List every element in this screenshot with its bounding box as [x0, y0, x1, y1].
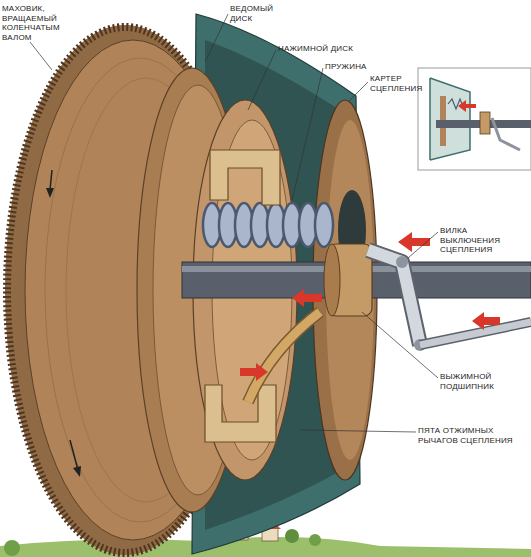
- release-fork-path: [420, 322, 531, 345]
- flywheel-polygon: [73, 466, 81, 477]
- part-label: ВЕДОМЫЙ ДИСК: [230, 4, 278, 23]
- village-background-circle: [309, 534, 321, 546]
- part-label: КАРТЕР СЦЕПЛЕНИЯ: [370, 74, 422, 93]
- lever-block-bottom-path: [205, 385, 276, 442]
- spring-ellipse: [315, 203, 333, 247]
- release-fork-path: [420, 322, 531, 345]
- part-label: НАЖИМНОЙ ДИСК: [278, 44, 358, 54]
- leader-lines-path: [408, 232, 438, 258]
- motion-arrows-path: [472, 312, 500, 330]
- inset-diagram-path: [430, 78, 470, 160]
- motion-arrows: [240, 232, 500, 381]
- release-bearing: [324, 244, 372, 316]
- part-label: ПРУЖИНА: [325, 62, 385, 72]
- inset-diagram-path: [458, 100, 476, 112]
- part-label: МАХОВИК, ВРАЩАЕМЫЙ КОЛЕНЧАТЫМ ВАЛОМ: [2, 4, 64, 42]
- flywheel-polygon: [46, 188, 54, 198]
- release-bearing-ellipse: [324, 244, 340, 316]
- inset-diagram: [418, 68, 531, 170]
- release-lever-path: [248, 312, 320, 402]
- leader-lines-path: [348, 82, 368, 102]
- leader-lines-path: [300, 430, 416, 432]
- spring: [203, 203, 333, 247]
- lever-block-bottom: [205, 385, 276, 442]
- leader-lines-path: [205, 14, 228, 62]
- village-background-circle: [285, 529, 299, 543]
- lever-block-top: [210, 150, 280, 205]
- lever-block-top-path: [210, 150, 280, 205]
- inset-diagram-rect: [480, 112, 490, 134]
- release-fork-circle: [396, 256, 408, 268]
- part-label: ВИЛКА ВЫКЛЮЧЕНИЯ СЦЕПЛЕНИЯ: [440, 226, 528, 255]
- release-lever: [248, 312, 320, 402]
- leader-lines-path: [362, 312, 438, 378]
- leader-lines-path: [248, 50, 276, 110]
- release-lever-path: [248, 312, 320, 402]
- leader-lines-path: [30, 42, 52, 70]
- motion-arrows-path: [240, 363, 268, 381]
- inset-diagram-rect: [418, 68, 531, 170]
- part-label: ВЫЖИМНОЙ ПОДШИПНИК: [440, 372, 516, 391]
- release-fork: [368, 250, 531, 351]
- release-fork-path: [368, 250, 420, 345]
- motion-arrows-path: [398, 232, 430, 252]
- part-label: ПЯТА ОТЖИМНЫХ РЫЧАГОВ СЦЕПЛЕНИЯ: [418, 426, 526, 445]
- motion-arrows-path: [292, 289, 322, 307]
- inset-diagram-path: [492, 118, 520, 150]
- flywheel-path: [70, 440, 78, 470]
- leader-lines: [30, 14, 438, 432]
- release-fork-path: [368, 250, 420, 345]
- village-background-circle: [4, 540, 20, 556]
- leader-lines-path: [292, 68, 323, 200]
- flywheel-path: [50, 170, 52, 190]
